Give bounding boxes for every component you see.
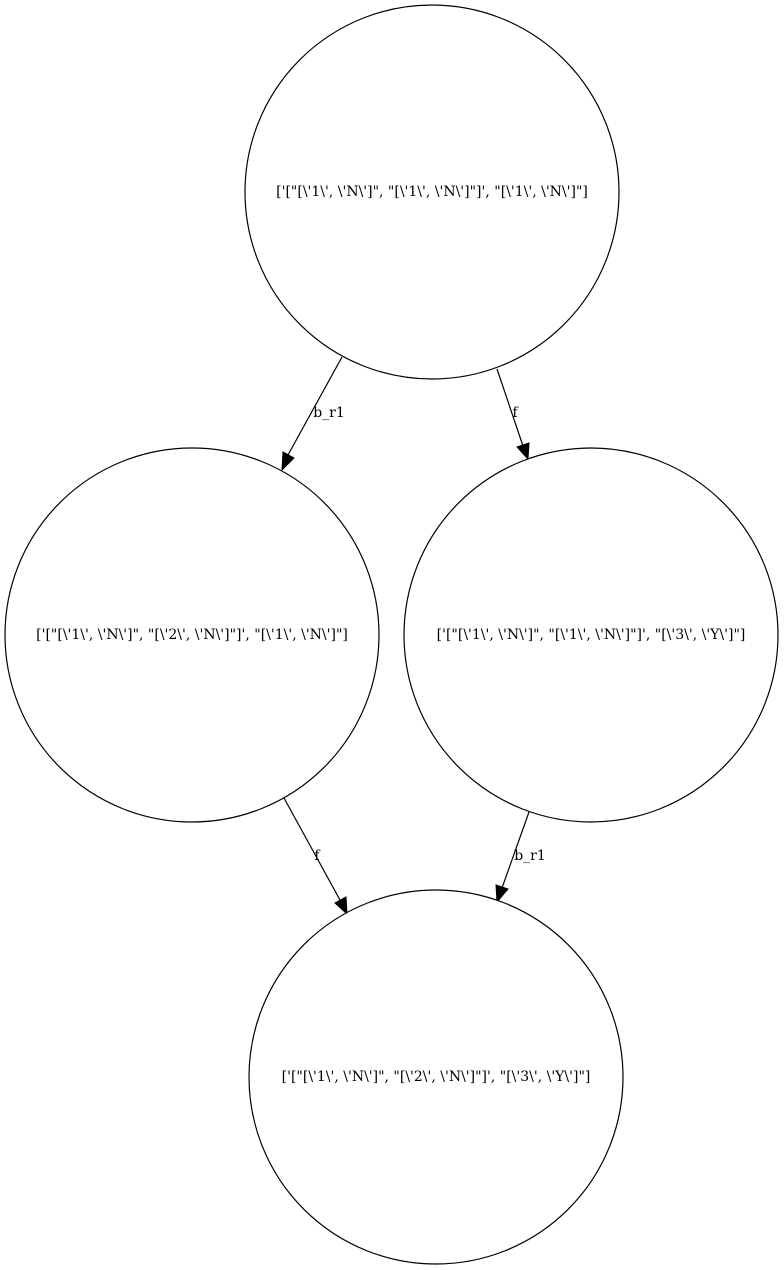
edge-label: f: [314, 848, 321, 864]
arrowhead-icon: [334, 896, 348, 916]
arrowhead-icon: [516, 442, 530, 461]
node-circle: [244, 4, 620, 380]
edge-label: b_r1: [514, 848, 546, 864]
edge-label: b_r1: [313, 405, 345, 421]
node-state-0: ['["[\'1\', \'N\']", "[\'1\', \'N\']"]',…: [244, 4, 620, 380]
arrowhead-icon: [495, 884, 509, 904]
edge-label: f: [512, 405, 519, 421]
node-label: ['["[\'1\', \'N\']", "[\'2\', \'N\']"]',…: [36, 627, 348, 643]
edge-n1-n3: f: [283, 797, 348, 916]
edge-line: [496, 368, 524, 447]
node-circle: [403, 447, 779, 823]
edge-line: [501, 811, 530, 889]
edge-n2-n3: b_r1: [495, 811, 546, 904]
node-label: ['["[\'1\', \'N\']", "[\'2\', \'N\']"]',…: [282, 1069, 591, 1085]
node-circle: [4, 447, 380, 823]
edge-line: [287, 356, 343, 456]
node-label: ['["[\'1\', \'N\']", "[\'1\', \'N\']"]',…: [437, 627, 746, 643]
edge-n0-n1: b_r1: [281, 356, 345, 472]
node-state-3: ['["[\'1\', \'N\']", "[\'2\', \'N\']"]',…: [248, 889, 624, 1265]
arrowhead-icon: [281, 451, 295, 472]
node-state-1: ['["[\'1\', \'N\']", "[\'2\', \'N\']"]',…: [4, 447, 380, 823]
node-label: ['["[\'1\', \'N\']", "[\'1\', \'N\']"]',…: [276, 184, 588, 200]
edge-line: [283, 797, 341, 901]
node-state-2: ['["[\'1\', \'N\']", "[\'1\', \'N\']"]',…: [403, 447, 779, 823]
edge-n0-n2: f: [496, 368, 530, 461]
node-circle: [248, 889, 624, 1265]
